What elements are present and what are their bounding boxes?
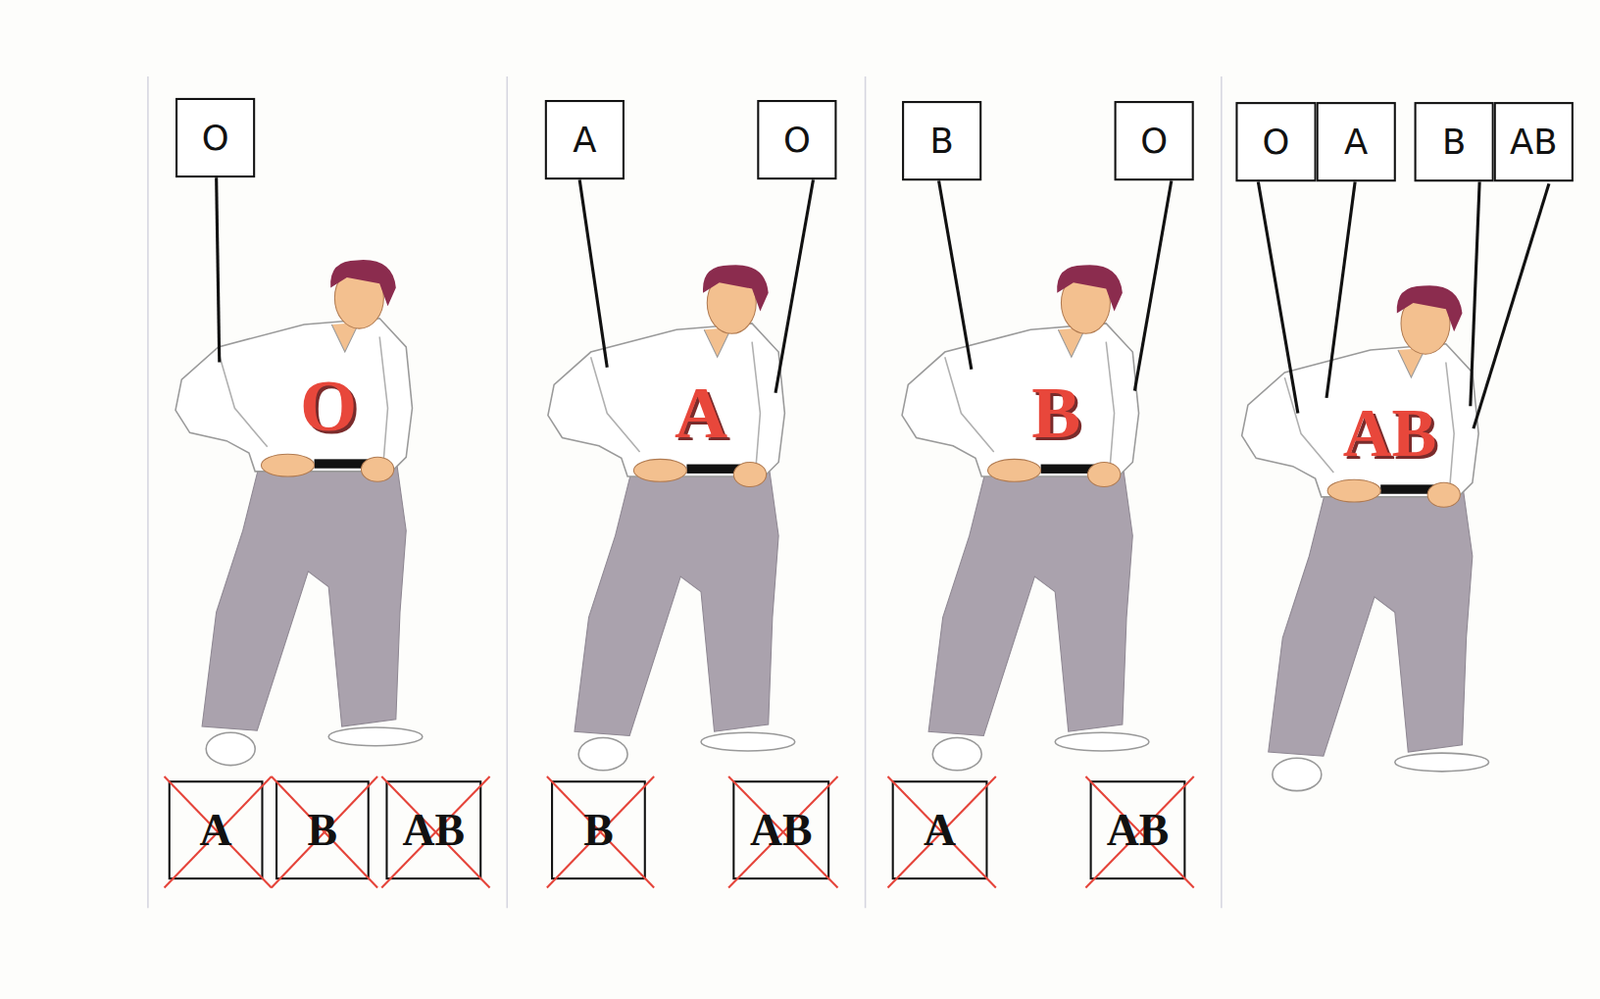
box-text: B bbox=[307, 803, 339, 856]
cross-line bbox=[271, 776, 378, 888]
incompatible-box: AB bbox=[1090, 780, 1187, 880]
incompatible-box: B bbox=[275, 780, 370, 880]
cross-line bbox=[547, 776, 654, 888]
box-text: O bbox=[1140, 120, 1168, 162]
incompatible-box: B bbox=[550, 780, 647, 880]
box-text: O bbox=[1262, 121, 1291, 163]
cross-line bbox=[728, 776, 838, 888]
box-text: B bbox=[583, 803, 614, 856]
type-box: A bbox=[1316, 101, 1397, 182]
box-text: O bbox=[201, 117, 230, 159]
cross-line bbox=[164, 776, 272, 888]
box-text: AB bbox=[750, 803, 813, 856]
cross-line bbox=[381, 776, 490, 888]
cross-line bbox=[271, 776, 378, 888]
type-box: O bbox=[1235, 101, 1316, 182]
box-text: A bbox=[572, 119, 597, 161]
type-box: A bbox=[545, 100, 625, 180]
cross-line bbox=[887, 776, 996, 888]
box-text: AB bbox=[1509, 121, 1557, 163]
type-box: B bbox=[901, 100, 982, 181]
cross-line bbox=[887, 776, 996, 888]
cross-line bbox=[1085, 776, 1194, 888]
cross-line bbox=[728, 776, 838, 888]
incompatible-box: AB bbox=[732, 780, 830, 880]
incompatible-box: AB bbox=[385, 780, 482, 880]
man-figure bbox=[901, 264, 1150, 770]
box-text: B bbox=[930, 120, 954, 162]
blood-type-label: A bbox=[674, 370, 728, 455]
cross-line bbox=[381, 776, 490, 888]
type-box: O bbox=[756, 100, 837, 180]
cross-line bbox=[1085, 776, 1194, 888]
blood-type-label: B bbox=[1031, 370, 1081, 455]
panel-dividers bbox=[148, 76, 1222, 908]
type-box: AB bbox=[1494, 101, 1574, 182]
box-text: B bbox=[1442, 121, 1466, 163]
leader-lines bbox=[216, 177, 1550, 429]
incompatible-box: A bbox=[168, 780, 264, 880]
man-figure bbox=[175, 259, 423, 765]
box-text: A bbox=[200, 803, 233, 856]
blood-type-label: O bbox=[300, 363, 357, 449]
incompatible-box: A bbox=[892, 780, 989, 880]
cross-line bbox=[164, 776, 272, 888]
box-text: A bbox=[1344, 121, 1368, 163]
man-figure bbox=[1242, 285, 1490, 791]
cross-line bbox=[547, 776, 654, 888]
box-text: AB bbox=[1106, 803, 1170, 856]
box-text: A bbox=[923, 803, 956, 856]
box-text: O bbox=[783, 119, 811, 161]
type-box: O bbox=[175, 98, 255, 178]
box-text: AB bbox=[402, 803, 466, 856]
type-box: O bbox=[1114, 100, 1195, 181]
type-box: B bbox=[1414, 101, 1495, 182]
blood-type-label: AB bbox=[1343, 395, 1437, 473]
man-figure bbox=[548, 264, 796, 770]
